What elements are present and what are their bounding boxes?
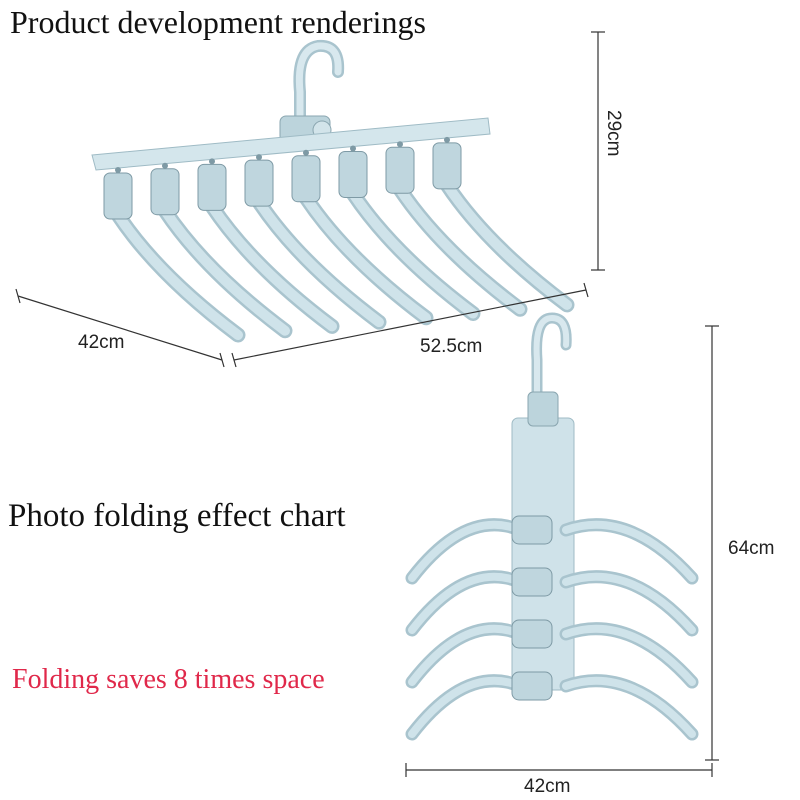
- open-hanger-clip: [197, 163, 227, 211]
- open-hanger-illustration: [91, 39, 575, 343]
- folded-hanger-clip: [511, 567, 553, 597]
- open-hanger-clip: [103, 172, 133, 220]
- folding-chart-title: Photo folding effect chart: [8, 498, 346, 534]
- open-depth-label: 42cm: [78, 332, 125, 353]
- open-hanger-clip: [385, 146, 415, 194]
- folded-width-label: 42cm: [524, 776, 571, 797]
- folded-hanger-illustration: [405, 312, 699, 741]
- folded-hanger-spine: [511, 417, 575, 691]
- open-hanger-bar: [91, 117, 491, 171]
- dimension-line-open-width: [233, 289, 587, 361]
- open-hanger-arms: [103, 136, 575, 343]
- open-hanger-clip: [291, 155, 321, 203]
- folded-hanger-clip: [511, 619, 553, 649]
- folded-hanger-clip: [511, 671, 553, 701]
- open-width-label: 52.5cm: [420, 336, 483, 357]
- folded-height-label: 64cm: [728, 538, 775, 559]
- dimension-line-open-depth: [17, 295, 223, 361]
- folded-hanger-arms: [405, 515, 699, 741]
- open-hanger-clip: [432, 142, 462, 190]
- folded-hanger-clip: [511, 515, 553, 545]
- space-saving-tagline: Folding saves 8 times space: [12, 664, 325, 695]
- open-hanger-clip: [244, 159, 274, 207]
- open-hanger-clip: [338, 151, 368, 198]
- rendering-title: Product development renderings: [10, 4, 426, 40]
- open-height-label: 29cm: [603, 110, 624, 157]
- open-hanger-clip: [150, 168, 180, 216]
